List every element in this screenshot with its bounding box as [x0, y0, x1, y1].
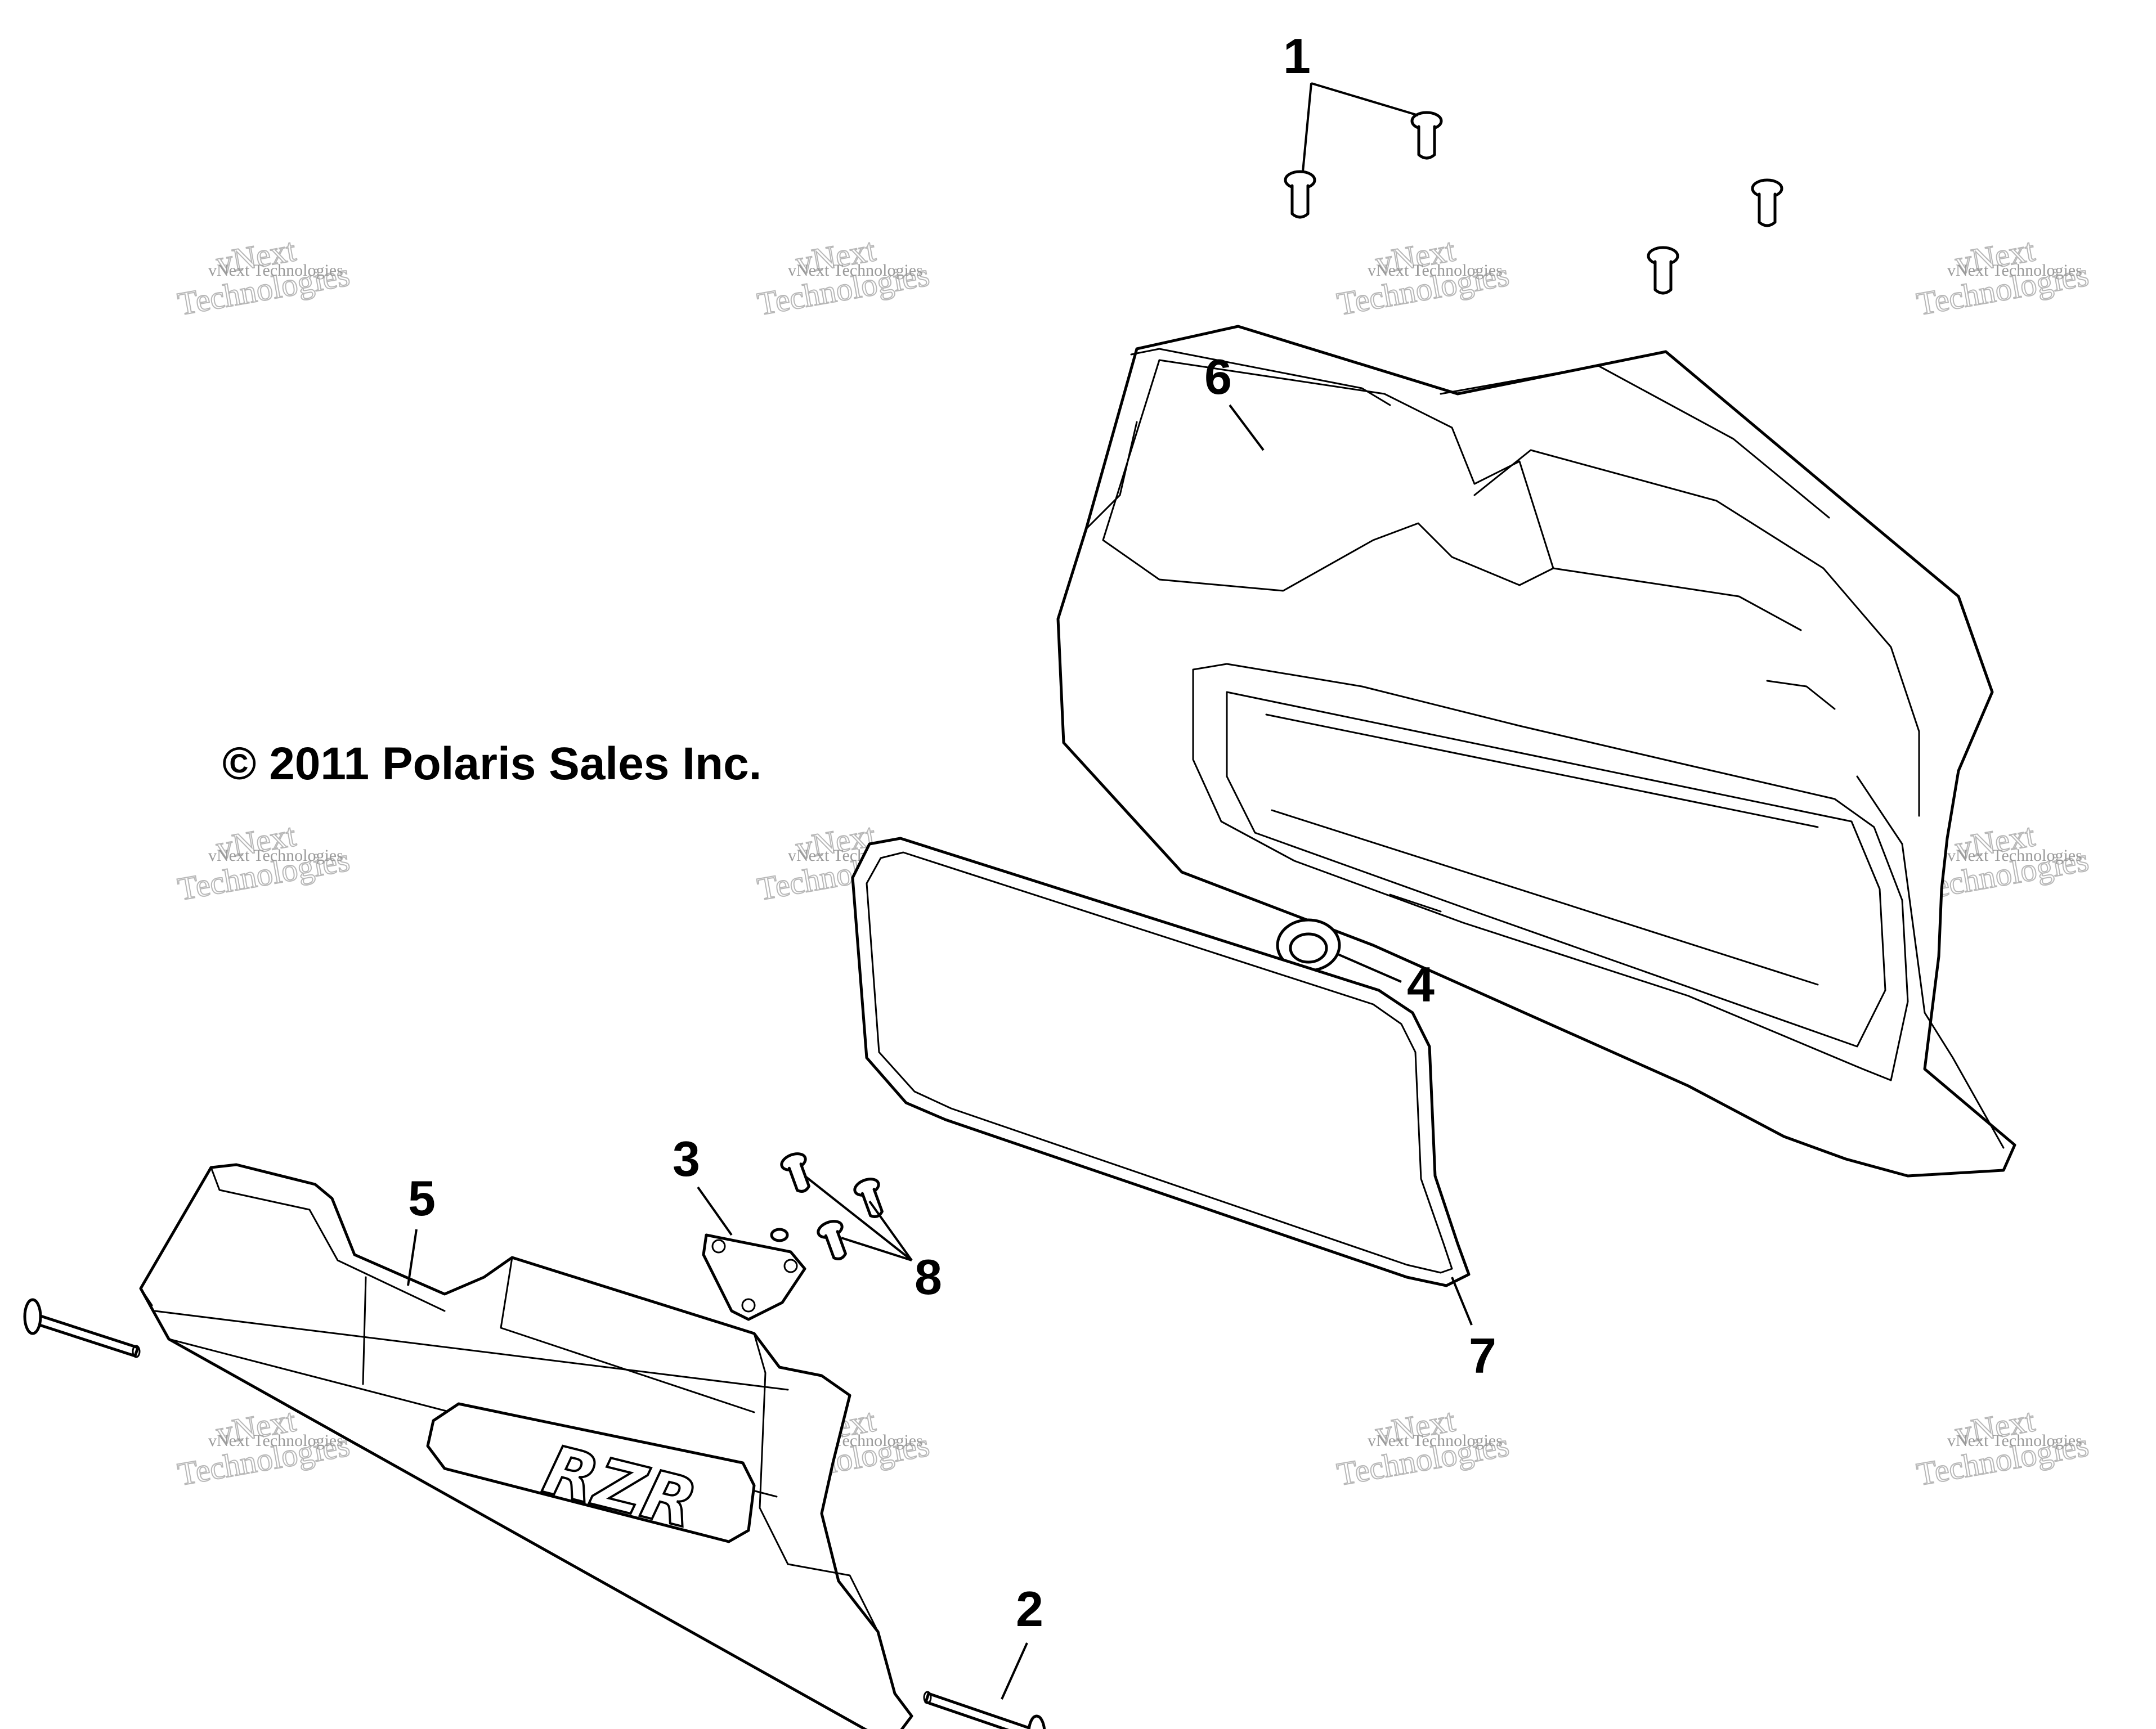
callout-6: 6	[1204, 349, 1232, 405]
callout-7: 7	[1469, 1328, 1496, 1384]
callout-1: 1	[1283, 28, 1311, 84]
bumper-part-4	[1276, 918, 1341, 972]
leader-line-2	[1001, 1642, 1028, 1700]
callout-8: 8	[915, 1249, 942, 1305]
bracket-plate-part-3	[702, 1228, 806, 1321]
callout-2: 2	[1016, 1581, 1043, 1637]
svg-text:vNext Technologies: vNext Technologies	[1947, 846, 2082, 865]
leader-line-1	[1311, 82, 1419, 116]
leader-line-1	[1302, 83, 1312, 172]
svg-text:vNext Technologies: vNext Technologies	[1947, 261, 2082, 280]
leader-line-5	[407, 1229, 418, 1286]
leader-line-6	[1229, 404, 1265, 451]
callout-5: 5	[408, 1170, 436, 1226]
svg-text:vNext Technologies: vNext Technologies	[208, 261, 343, 280]
svg-text:vNext Technologies: vNext Technologies	[1368, 1431, 1503, 1450]
screw	[817, 1220, 847, 1260]
screw-part-1	[1284, 111, 1783, 295]
pin	[23, 1298, 141, 1358]
screw	[853, 1178, 884, 1218]
seal-part-7	[851, 837, 1471, 1287]
svg-text:vNext Technologies: vNext Technologies	[1368, 261, 1503, 280]
screw	[780, 1152, 810, 1193]
leader-line-8	[868, 1200, 913, 1261]
svg-text:vNext Technologies: vNext Technologies	[1947, 1431, 2082, 1450]
screw-part-8	[780, 1152, 884, 1260]
copyright-text: © 2011 Polaris Sales Inc.	[222, 738, 761, 789]
callout-labels: 1 2 3 4 5 6 7 8	[408, 28, 1496, 1637]
leader-line-8	[804, 1175, 913, 1261]
screw	[1647, 246, 1679, 295]
leader-line-4	[1336, 953, 1402, 983]
svg-text:vNext Technologies: vNext Technologies	[788, 261, 923, 280]
screw	[1284, 170, 1316, 219]
callout-3: 3	[673, 1131, 700, 1187]
pin	[923, 1691, 1046, 1729]
glovebox-door-part-5: RZR	[139, 1163, 913, 1729]
svg-text:vNext Technologies: vNext Technologies	[208, 846, 343, 865]
leader-line-7	[1451, 1277, 1473, 1326]
svg-text:vNext Technologies: vNext Technologies	[208, 1431, 343, 1450]
leader-lines	[407, 82, 1473, 1700]
leader-line-8	[841, 1237, 912, 1261]
glovebox-housing-part-6	[1056, 325, 2016, 1178]
pin-part-2	[23, 1298, 1046, 1729]
leader-line-3	[697, 1186, 733, 1236]
screw	[1410, 111, 1443, 160]
callout-4: 4	[1407, 956, 1435, 1012]
screw	[1751, 178, 1783, 227]
